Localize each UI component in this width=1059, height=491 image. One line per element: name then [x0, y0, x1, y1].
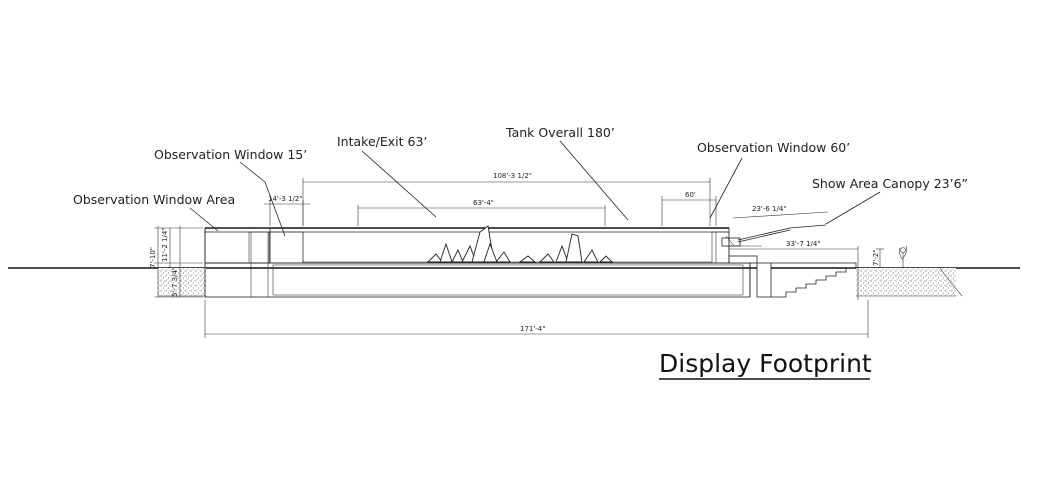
- dim-23: 23'-6 1/4": [752, 205, 787, 213]
- dim-33: 33'-7 1/4": [786, 240, 821, 248]
- canopy: [721, 224, 827, 247]
- dim-v-5-7: 5'-7 3/4": [171, 267, 179, 297]
- dim-171: 171'-4": [520, 325, 545, 333]
- tank-inner-lower: [272, 264, 744, 296]
- label-canopy: Show Area Canopy 23’6”: [812, 176, 968, 191]
- soil-left: [158, 268, 206, 296]
- label-obs-window-area: Observation Window Area: [73, 192, 235, 207]
- dim-63: 63'-4": [473, 199, 494, 207]
- soil-right: [856, 268, 956, 296]
- stairs: [728, 255, 857, 298]
- plant-icon: [899, 245, 907, 268]
- label-obs-window-15: Observation Window 15’: [154, 147, 307, 162]
- dim-v-7-2: 7'-2": [872, 249, 880, 266]
- label-tank-overall: Tank Overall 180’: [505, 125, 615, 140]
- dim-14: 14'-3 1/2": [268, 195, 303, 203]
- dimension-lines: [154, 178, 884, 338]
- dim-v-11-2: 11'-2 1/4": [161, 227, 169, 262]
- leader-lines: [189, 140, 881, 237]
- label-intake-exit: Intake/Exit 63’: [337, 134, 427, 149]
- rock-formations: [426, 225, 614, 263]
- dim-60: 60': [685, 191, 696, 199]
- label-obs-window-60: Observation Window 60’: [697, 140, 850, 155]
- dim-v-7-10: 7'-10": [149, 247, 157, 268]
- drawing-title: Display Footprint: [659, 349, 872, 378]
- dim-108: 108'-3 1/2": [493, 172, 532, 180]
- obs-window-area-box: [204, 227, 271, 264]
